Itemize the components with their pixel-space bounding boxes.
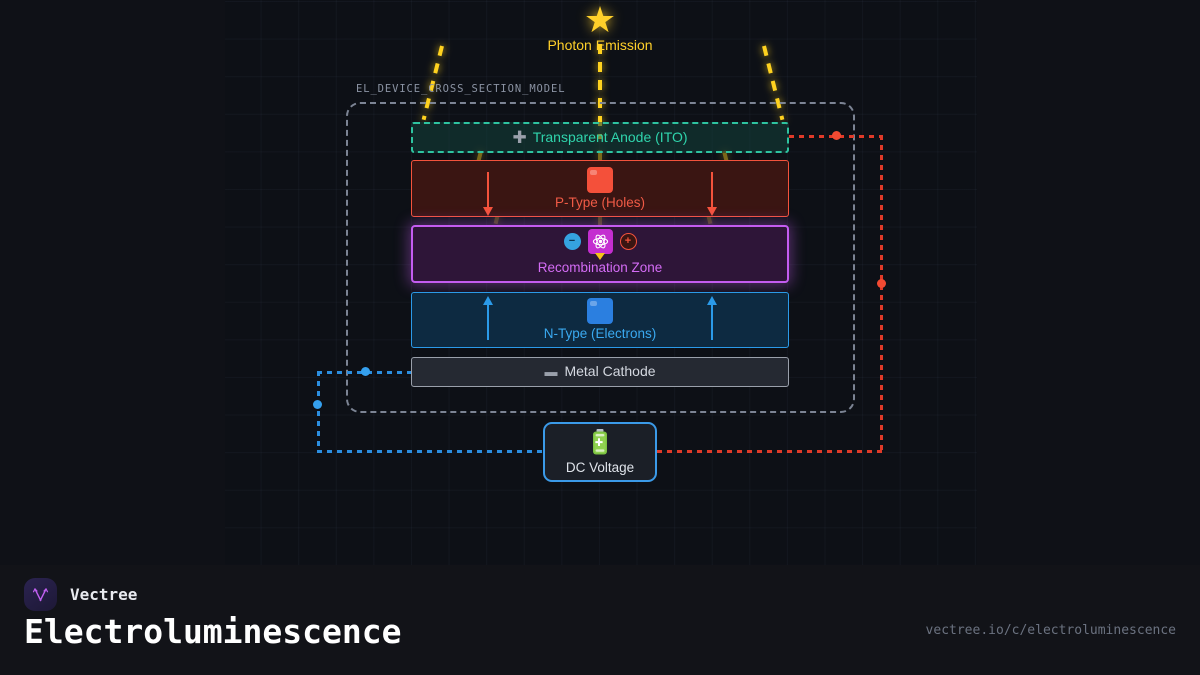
page-title: Electroluminescence bbox=[24, 612, 402, 651]
recombination-particles: − + bbox=[413, 229, 787, 260]
layer-label: Transparent Anode (ITO) bbox=[532, 128, 688, 145]
battery-icon bbox=[591, 429, 609, 459]
red-carrier-square-icon bbox=[587, 166, 613, 193]
wire-left-rail-to-battery bbox=[317, 450, 545, 453]
layer-label: Metal Cathode bbox=[564, 363, 656, 380]
layer-transparent-anode[interactable]: ✚ Transparent Anode (ITO) bbox=[411, 122, 789, 153]
wire-junction-right-rail bbox=[877, 279, 886, 288]
plus-electrode-icon: ✚ bbox=[512, 128, 527, 147]
dc-voltage-label: DC Voltage bbox=[565, 460, 635, 475]
layer-n-type[interactable]: N-Type (Electrons) bbox=[411, 292, 789, 348]
diagram-stage: ★ Photon Emission EL_DEVICE_CROSS_SECTIO… bbox=[313, 0, 886, 482]
page-url: vectree.io/c/electroluminescence bbox=[925, 623, 1176, 638]
atom-icon bbox=[587, 229, 613, 260]
blue-carrier-square-icon bbox=[587, 298, 613, 325]
star-icon: ★ bbox=[583, 0, 617, 40]
wire-junction-left-rail bbox=[313, 400, 322, 409]
brand: Vectree bbox=[24, 578, 137, 611]
wire-junction-anode bbox=[832, 131, 841, 140]
device-group-label: EL_DEVICE_CROSS_SECTION_MODEL bbox=[356, 83, 566, 95]
layer-recombination-zone[interactable]: − + Recombination Zone bbox=[411, 225, 789, 283]
wire-right-rail-to-battery bbox=[657, 450, 883, 453]
hole-icon: + bbox=[619, 233, 637, 250]
hole-flow-arrow-right bbox=[707, 172, 717, 216]
layer-metal-cathode[interactable]: ▬ Metal Cathode bbox=[411, 357, 789, 387]
electron-icon: − bbox=[563, 233, 581, 250]
photon-emission-label: Photon Emission bbox=[547, 37, 653, 53]
device-group-frame bbox=[346, 102, 855, 413]
vectree-logo-icon bbox=[24, 578, 57, 611]
brand-name: Vectree bbox=[70, 585, 138, 604]
photon-ray-center bbox=[598, 44, 602, 139]
electron-flow-arrow-left bbox=[483, 296, 493, 340]
layer-label: Recombination Zone bbox=[537, 259, 663, 275]
layer-label: N-Type (Electrons) bbox=[543, 326, 657, 342]
wire-junction-cathode bbox=[361, 367, 370, 376]
page-footer: Vectree Electroluminescence vectree.io/c… bbox=[0, 565, 1200, 675]
wire-left-rail-vertical bbox=[317, 371, 320, 452]
photon-ray-center-lower bbox=[598, 215, 602, 233]
hole-flow-arrow-left bbox=[483, 172, 493, 216]
electron-flow-arrow-right bbox=[707, 296, 717, 340]
wire-right-rail-vertical bbox=[880, 135, 883, 452]
layer-p-type[interactable]: P-Type (Holes) bbox=[411, 160, 789, 217]
layer-label: P-Type (Holes) bbox=[554, 194, 646, 210]
minus-electrode-icon: ▬ bbox=[544, 364, 558, 380]
dc-voltage-node[interactable]: DC Voltage bbox=[543, 422, 657, 482]
